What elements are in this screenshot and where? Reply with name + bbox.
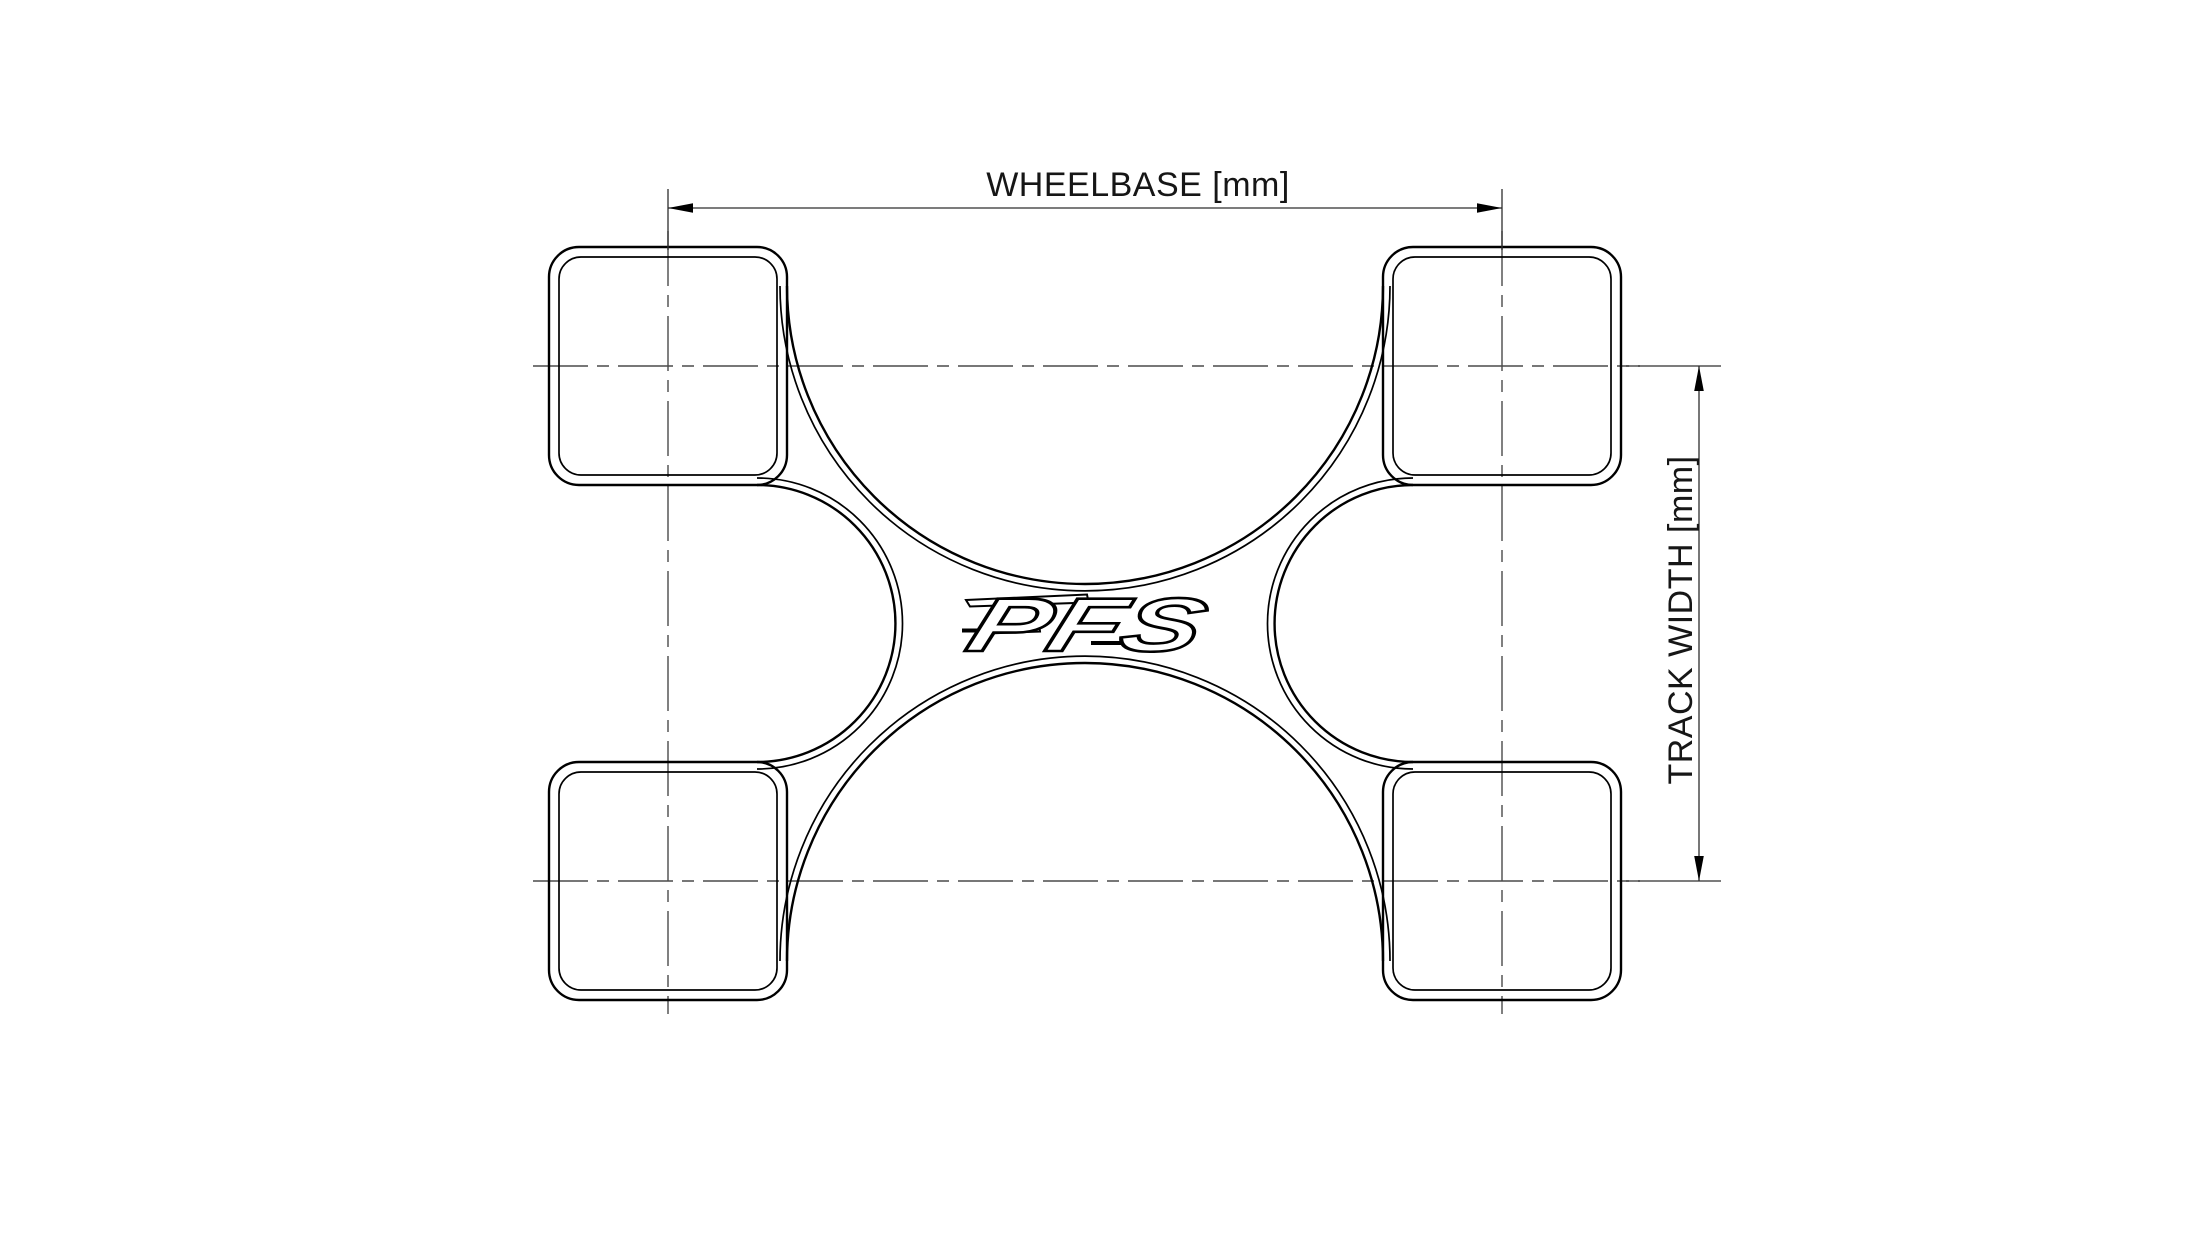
crossmember-arc-bottom <box>785 661 1385 962</box>
wheelbase-dimension-label: WHEELBASE [mm] <box>986 166 1290 204</box>
track-width-arrowhead-bottom <box>1694 856 1704 881</box>
wheelbase-arrowhead-left <box>668 203 693 213</box>
pfs-logo-text: PFS <box>958 582 1218 668</box>
track-width-dimension-label: TRACK WIDTH [mm] <box>1662 455 1700 784</box>
wheel-pad-rear-left <box>547 760 789 1002</box>
track-width-arrowhead-top <box>1694 366 1704 391</box>
crossmember-arc-right <box>1273 483 1414 764</box>
wheelbase-arrowhead-right <box>1477 203 1502 213</box>
crossmember-arc-left <box>756 483 897 764</box>
pfs-logo-speed-tick-center <box>1091 641 1122 645</box>
pfs-logo-speed-dash-top <box>964 593 1090 608</box>
wheel-pad-rear-left-inner-edge <box>558 771 778 991</box>
crossmember-arc-bottom-inner-edge <box>779 655 1391 962</box>
dimension-track-width: TRACK WIDTH [mm] <box>1626 365 1721 882</box>
crossmember-arc-right-inner-edge <box>1266 477 1414 770</box>
wheel-pad-front-left-inner-edge <box>558 256 778 476</box>
part-outline-layer <box>547 245 1623 1002</box>
centerline-layer <box>533 231 1640 1014</box>
crossmember-arc-left-inner-edge <box>756 477 904 770</box>
crossmember-arc-top <box>785 285 1385 586</box>
dimension-wheelbase: WHEELBASE [mm] <box>667 166 1503 250</box>
pfs-logo: PFS <box>956 581 1218 669</box>
offset-edge-lines <box>558 256 1612 991</box>
wheel-pad-rear-right <box>1381 760 1623 1002</box>
wheel-pad-front-right-inner-edge <box>1392 256 1612 476</box>
crossmember-arc-top-inner-edge <box>779 285 1391 592</box>
wheel-pad-rear-right-inner-edge <box>1392 771 1612 991</box>
pfs-logo-speed-tick-left <box>962 628 989 633</box>
